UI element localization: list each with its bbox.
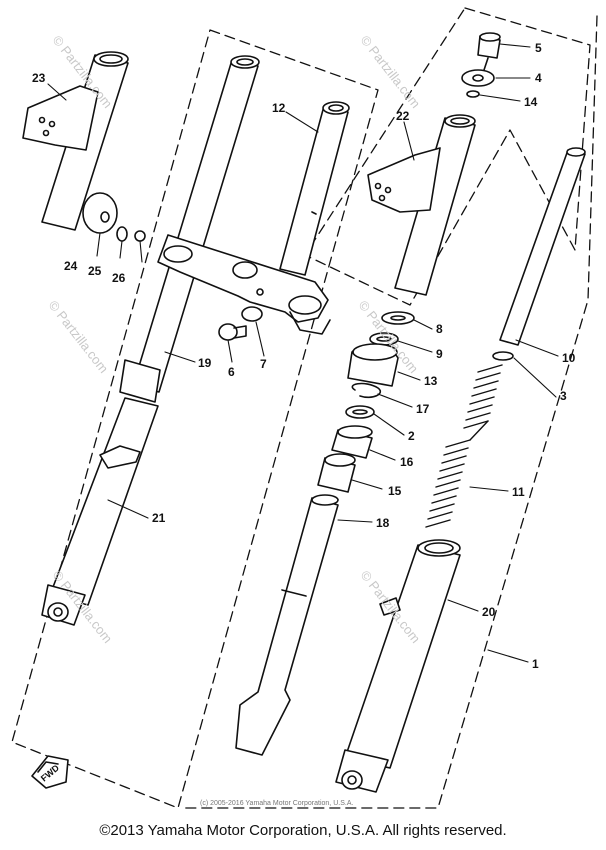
callout-17: 17 bbox=[416, 402, 430, 416]
left-assembly-boundary bbox=[11, 29, 379, 809]
callout-8: 8 bbox=[436, 322, 443, 336]
part-20-right-outer-tube bbox=[335, 539, 461, 793]
part-6-bolt bbox=[218, 306, 263, 341]
callout-19: 19 bbox=[198, 356, 212, 370]
callout-1: 1 bbox=[532, 657, 539, 671]
part-13-dust-seal bbox=[347, 343, 399, 387]
part-5-cap-bolt bbox=[461, 32, 501, 98]
callout-24: 24 bbox=[64, 259, 78, 273]
part-23-headlight-bracket bbox=[22, 51, 129, 231]
callout-26: 26 bbox=[112, 271, 126, 285]
part-8-seal bbox=[369, 311, 415, 346]
callout-18: 18 bbox=[376, 516, 390, 530]
callout-5: 5 bbox=[535, 41, 542, 55]
watermark-text: © Partzilla.com bbox=[46, 298, 112, 376]
part-15-bushing bbox=[317, 453, 356, 493]
callout-22: 22 bbox=[396, 109, 410, 123]
watermark-text: © Partzilla.com bbox=[358, 33, 424, 111]
callout-labels: 23 12 22 5 4 14 24 25 26 8 9 10 6 7 19 1… bbox=[32, 41, 576, 671]
diagram-small-copyright: (c) 2005-2016 Yamaha Motor Corporation, … bbox=[200, 800, 353, 807]
part-16-guide bbox=[331, 425, 373, 459]
callout-2: 2 bbox=[408, 429, 415, 443]
callout-4: 4 bbox=[535, 71, 542, 85]
part-2-oil-seal bbox=[345, 405, 375, 419]
callout-13: 13 bbox=[424, 374, 438, 388]
part-11-fork-spring bbox=[425, 364, 503, 528]
part-22-right-bracket bbox=[367, 114, 476, 296]
callout-15: 15 bbox=[388, 484, 402, 498]
part-24-reflector bbox=[82, 192, 146, 242]
callout-14: 14 bbox=[524, 95, 538, 109]
leader-lines bbox=[47, 43, 559, 663]
part-12-inner-tube bbox=[279, 101, 350, 276]
callout-6: 6 bbox=[228, 365, 235, 379]
callout-21: 21 bbox=[152, 511, 166, 525]
parts-diagram: © Partzilla.com © Partzilla.com © Partzi… bbox=[11, 7, 598, 809]
part-19-left-inner-tube bbox=[119, 55, 260, 403]
copyright-notice: ©2013 Yamaha Motor Corporation, U.S.A. A… bbox=[99, 822, 507, 839]
callout-23: 23 bbox=[32, 71, 46, 85]
callout-11: 11 bbox=[512, 485, 525, 499]
part-7-under-bracket bbox=[157, 234, 331, 335]
callout-20: 20 bbox=[482, 605, 496, 619]
callout-9: 9 bbox=[436, 347, 443, 361]
part-10-spacer-pipe bbox=[499, 147, 586, 346]
callout-16: 16 bbox=[400, 455, 414, 469]
callout-12: 12 bbox=[272, 101, 286, 115]
callout-3: 3 bbox=[560, 389, 567, 403]
callout-10: 10 bbox=[562, 351, 576, 365]
part-3-washer bbox=[492, 351, 514, 361]
outer-assembly-boundary bbox=[181, 15, 598, 809]
part-21-left-outer-tube bbox=[41, 397, 159, 626]
callout-7: 7 bbox=[260, 357, 267, 371]
part-18-inner-tube-lower bbox=[235, 494, 339, 756]
callout-25: 25 bbox=[88, 264, 102, 278]
part-17-clip bbox=[351, 382, 382, 399]
fwd-arrow-icon bbox=[31, 755, 69, 789]
